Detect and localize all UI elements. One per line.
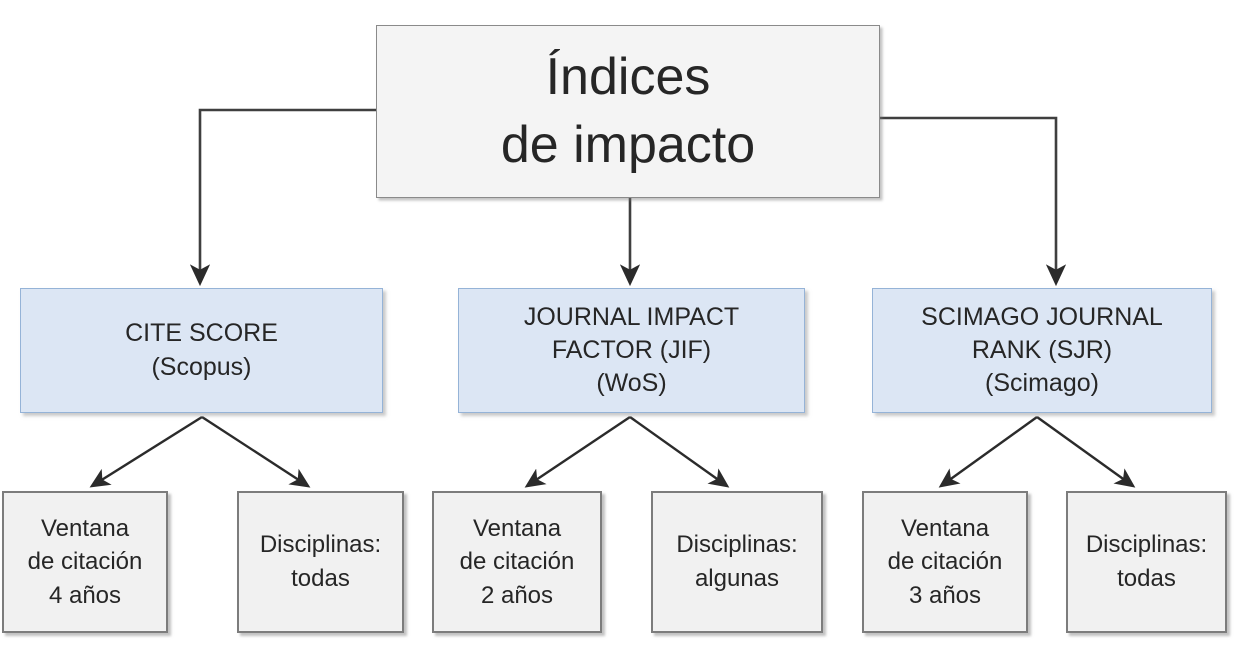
node-scimago-journal-rank-label: SCIMAGO JOURNAL RANK (SJR) (Scimago) [921,302,1163,398]
connector-sjr-to-ventana-3 [938,416,1038,488]
node-root-label: Índices de impacto [500,47,756,174]
node-disciplinas-algunas-label: Disciplinas: algunas [676,531,798,592]
node-ventana-citacion-3-anos-label: Ventana de citación 3 años [887,514,1003,609]
connector-cite-score-to-ventana-4 [89,415,203,488]
node-disciplinas-todas-scopus-label: Disciplinas: todas [259,531,382,592]
node-journal-impact-factor[interactable]: JOURNAL IMPACT FACTOR (JIF) (WoS) [458,288,805,413]
connector-jif-to-disciplinas-algunas [629,416,730,488]
connector-jif-to-ventana-2 [524,416,631,488]
node-disciplinas-algunas[interactable]: Disciplinas: algunas [651,491,823,633]
node-ventana-citacion-4-anos-label: Ventana de citación 4 años [27,514,143,609]
node-root-indices-de-impacto[interactable]: Índices de impacto [376,25,880,198]
node-scimago-journal-rank[interactable]: SCIMAGO JOURNAL RANK (SJR) (Scimago) [872,288,1212,413]
connector-root-to-sjr [880,116,1067,287]
node-disciplinas-todas-scimago[interactable]: Disciplinas: todas [1066,491,1227,633]
connector-cite-score-to-disciplinas-todas-1 [201,415,311,488]
node-journal-impact-factor-label: JOURNAL IMPACT FACTOR (JIF) (WoS) [523,302,740,398]
node-ventana-citacion-4-anos[interactable]: Ventana de citación 4 años [2,491,168,633]
connector-sjr-to-disciplinas-todas-2 [1036,416,1136,488]
connector-root-to-cite-score [189,108,376,287]
node-disciplinas-todas-scimago-label: Disciplinas: todas [1085,531,1208,592]
node-cite-score[interactable]: CITE SCORE (Scopus) [20,288,383,413]
node-cite-score-label: CITE SCORE (Scopus) [125,319,278,381]
node-disciplinas-todas-scopus[interactable]: Disciplinas: todas [237,491,404,633]
node-ventana-citacion-2-anos-label: Ventana de citación 2 años [459,514,575,609]
node-ventana-citacion-3-anos[interactable]: Ventana de citación 3 años [862,491,1028,633]
node-ventana-citacion-2-anos[interactable]: Ventana de citación 2 años [432,491,602,633]
